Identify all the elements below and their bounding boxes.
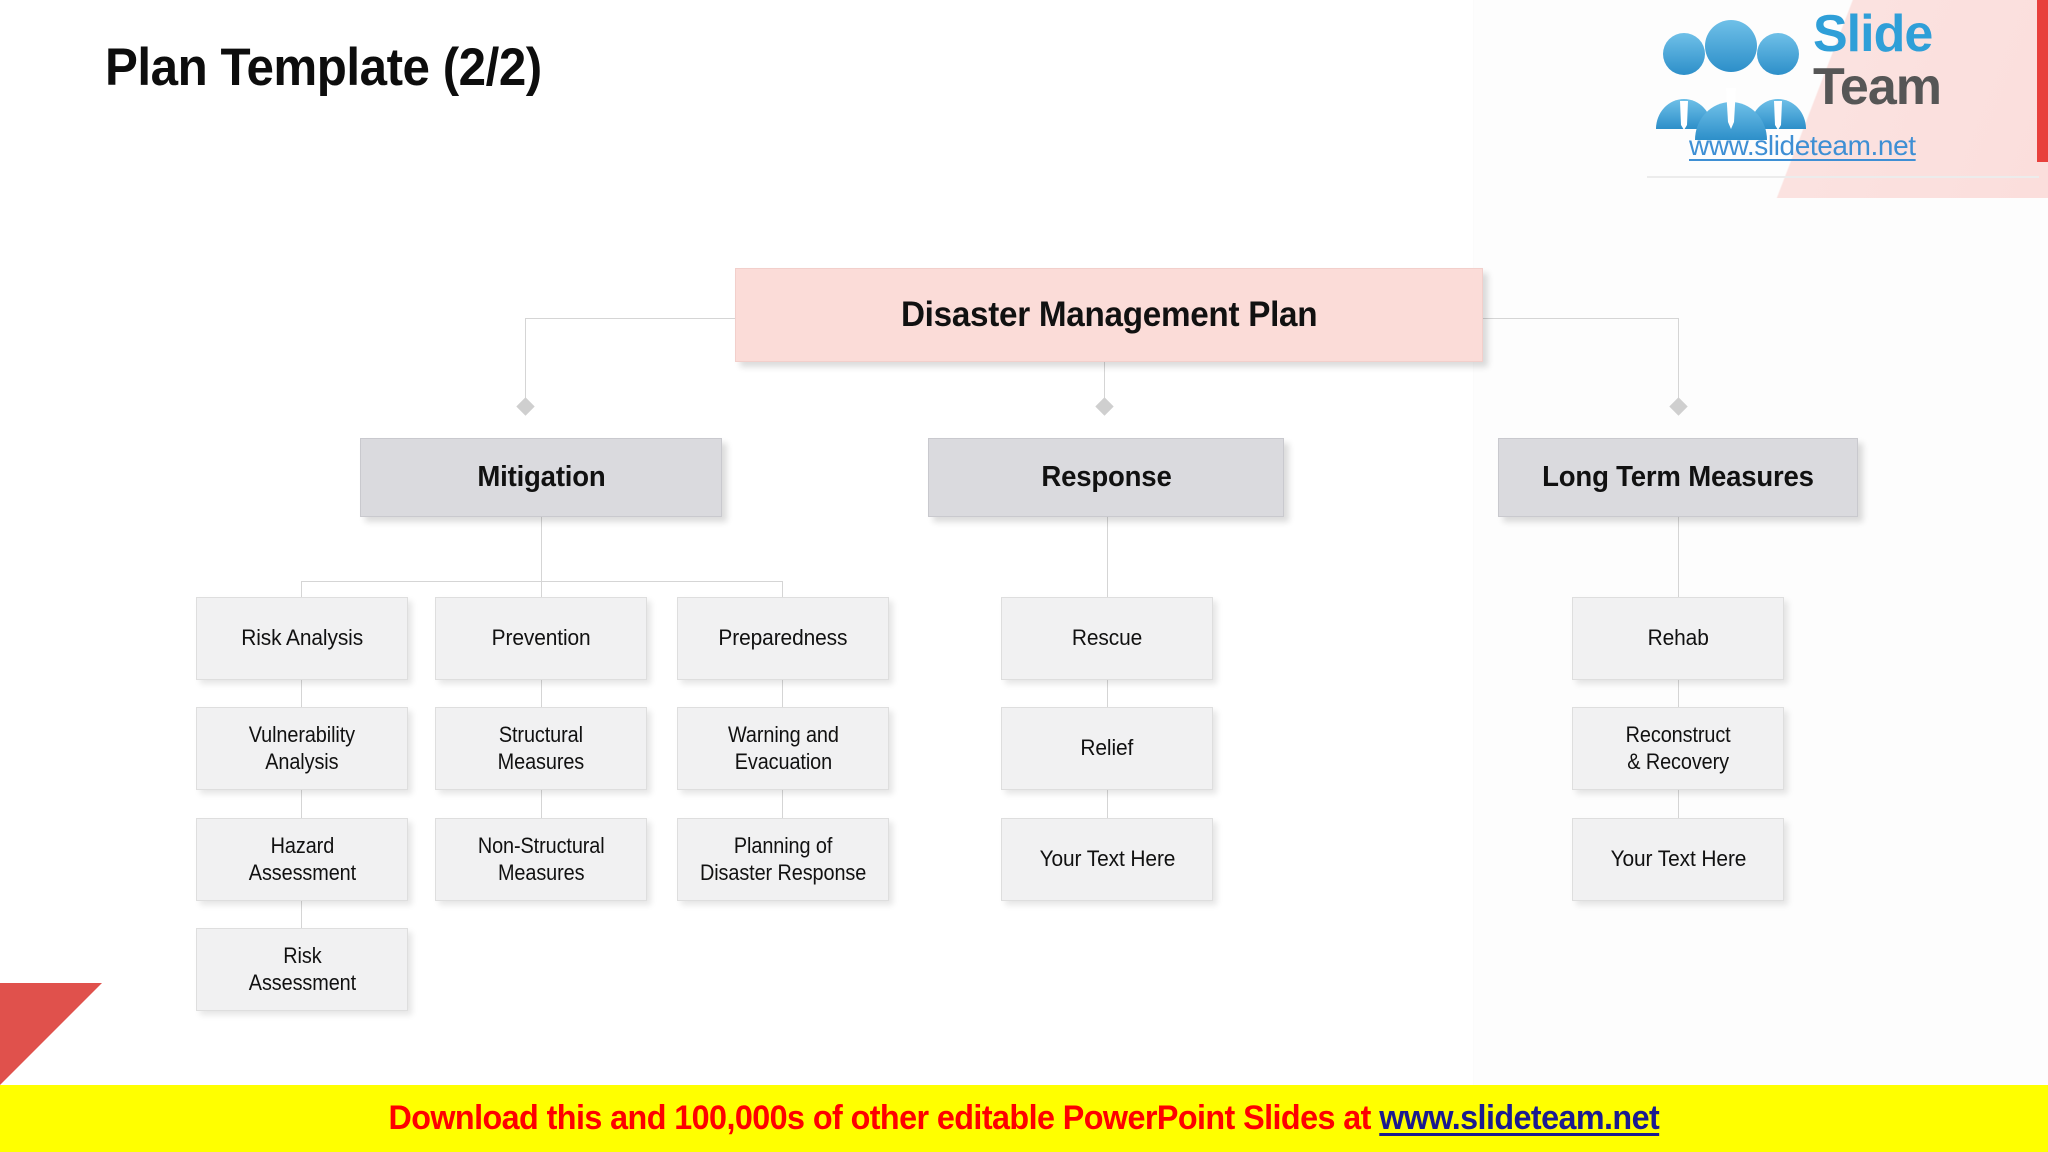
node-non-structural-measures-line1: Non-Structural <box>477 832 605 858</box>
node-mitigation-label: Mitigation <box>476 460 606 493</box>
connector-root-right-h <box>1482 318 1678 319</box>
node-response[interactable]: Response <box>928 438 1284 517</box>
download-banner-text: Download this and 100,000s of other edit… <box>389 1099 1660 1138</box>
connector-chain-c1-1 <box>301 680 302 726</box>
node-warning-and-evacuation-line1: Warning and <box>727 721 839 747</box>
connector-chain-c1-2 <box>301 790 302 836</box>
connector-chain-c2-2 <box>541 790 542 836</box>
node-long-term-placeholder-label: Your Text Here <box>1610 846 1746 872</box>
node-root-disaster-management-plan[interactable]: Disaster Management Plan <box>735 268 1483 362</box>
node-prevention-label: Prevention <box>491 625 591 651</box>
background-guide-line <box>1473 0 1474 1085</box>
connector-chain-lt-2 <box>1678 790 1679 836</box>
node-hazard-assessment-label: Hazard Assessment <box>246 833 359 887</box>
node-vulnerability-analysis-label: Vulnerability Analysis <box>246 722 358 776</box>
node-mitigation[interactable]: Mitigation <box>360 438 722 517</box>
node-reconstruct-line2: & Recovery <box>1627 748 1729 774</box>
node-reconstruct-and-recovery-label: Reconstruct & Recovery <box>1623 722 1733 776</box>
node-vulnerability-analysis[interactable]: Vulnerability Analysis <box>196 707 408 790</box>
connector-root-left-v <box>525 318 526 406</box>
node-structural-measures-line2: Measures <box>497 748 585 774</box>
node-rescue[interactable]: Rescue <box>1001 597 1213 680</box>
connector-response-stem <box>1107 517 1108 613</box>
node-non-structural-measures[interactable]: Non-Structural Measures <box>435 818 647 901</box>
logo-url-link[interactable]: www.slideteam.net <box>1689 130 1916 161</box>
node-warning-and-evacuation-line2: Evacuation <box>734 748 832 774</box>
connector-chain-c2-1 <box>541 680 542 726</box>
logo-diagonal-accent <box>1718 0 2048 198</box>
node-response-label: Response <box>1040 460 1172 493</box>
node-long-term-measures-label: Long Term Measures <box>1542 460 1814 493</box>
node-root-label: Disaster Management Plan <box>900 294 1318 334</box>
node-warning-and-evacuation[interactable]: Warning and Evacuation <box>677 707 889 790</box>
connector-root-left-h <box>525 318 736 319</box>
download-banner: Download this and 100,000s of other edit… <box>0 1085 2048 1152</box>
node-relief-label: Relief <box>1080 735 1134 761</box>
slideteam-logo[interactable]: Slide Team www.slideteam.net <box>1637 0 2048 198</box>
node-long-term-placeholder[interactable]: Your Text Here <box>1572 818 1784 901</box>
node-hazard-assessment-line1: Hazard <box>270 832 334 858</box>
node-structural-measures-label: Structural Measures <box>495 722 586 776</box>
node-non-structural-measures-label: Non-Structural Measures <box>474 833 607 887</box>
node-warning-and-evacuation-label: Warning and Evacuation <box>725 722 842 776</box>
connector-chain-c1-3 <box>301 901 302 947</box>
node-rehab[interactable]: Rehab <box>1572 597 1784 680</box>
node-vulnerability-analysis-line2: Analysis <box>265 748 339 774</box>
node-risk-assessment[interactable]: Risk Assessment <box>196 928 408 1011</box>
node-planning-of-disaster-response-label: Planning of Disaster Response <box>696 833 871 887</box>
connector-chain-resp-1 <box>1107 680 1108 726</box>
node-hazard-assessment[interactable]: Hazard Assessment <box>196 818 408 901</box>
node-rehab-label: Rehab <box>1647 625 1709 651</box>
node-relief[interactable]: Relief <box>1001 707 1213 790</box>
node-response-placeholder[interactable]: Your Text Here <box>1001 818 1213 901</box>
node-risk-analysis-label: Risk Analysis <box>241 625 363 651</box>
corner-triangle-decoration <box>0 983 102 1085</box>
connector-mitigation-stem <box>541 517 542 581</box>
connector-marker-mitigation <box>516 397 535 416</box>
node-response-placeholder-label: Your Text Here <box>1039 846 1175 872</box>
connector-root-center-v <box>1104 362 1105 406</box>
node-risk-assessment-line2: Assessment <box>248 969 356 995</box>
connector-chain-lt-1 <box>1678 680 1679 726</box>
node-vulnerability-analysis-line1: Vulnerability <box>248 721 356 747</box>
download-banner-message: Download this and 100,000s of other edit… <box>388 1099 1380 1137</box>
node-risk-assessment-label: Risk Assessment <box>246 943 359 997</box>
node-risk-analysis[interactable]: Risk Analysis <box>196 597 408 680</box>
three-people-icon <box>1656 20 1806 140</box>
download-banner-link[interactable]: www.slideteam.net <box>1379 1099 1660 1137</box>
node-rescue-label: Rescue <box>1071 625 1143 651</box>
node-reconstruct-and-recovery[interactable]: Reconstruct & Recovery <box>1572 707 1784 790</box>
node-prevention[interactable]: Prevention <box>435 597 647 680</box>
node-planning-line2: Disaster Response <box>699 859 867 885</box>
connector-chain-c3-2 <box>782 790 783 836</box>
node-structural-measures-line1: Structural <box>498 721 584 747</box>
node-reconstruct-line1: Reconstruct <box>1625 721 1731 747</box>
connector-longterm-stem <box>1678 517 1679 613</box>
node-risk-assessment-line1: Risk <box>282 942 322 968</box>
node-planning-of-disaster-response[interactable]: Planning of Disaster Response <box>677 818 889 901</box>
connector-chain-c3-1 <box>782 680 783 726</box>
connector-marker-response <box>1095 397 1114 416</box>
connector-root-right-v <box>1678 318 1679 406</box>
connector-chain-resp-2 <box>1107 790 1108 836</box>
node-long-term-measures[interactable]: Long Term Measures <box>1498 438 1858 517</box>
page-title: Plan Template (2/2) <box>105 38 542 97</box>
logo-wordmark: Slide Team <box>1813 5 1942 116</box>
node-hazard-assessment-line2: Assessment <box>248 859 356 885</box>
node-non-structural-measures-line2: Measures <box>497 859 585 885</box>
logo-underline-rule <box>1647 176 2039 178</box>
node-preparedness-label: Preparedness <box>718 625 848 651</box>
logo-team-text: Team <box>1813 58 1942 116</box>
logo-red-bar <box>2037 0 2048 162</box>
node-planning-line1: Planning of <box>733 832 833 858</box>
logo-slide-text: Slide <box>1813 5 1933 63</box>
node-preparedness[interactable]: Preparedness <box>677 597 889 680</box>
node-structural-measures[interactable]: Structural Measures <box>435 707 647 790</box>
